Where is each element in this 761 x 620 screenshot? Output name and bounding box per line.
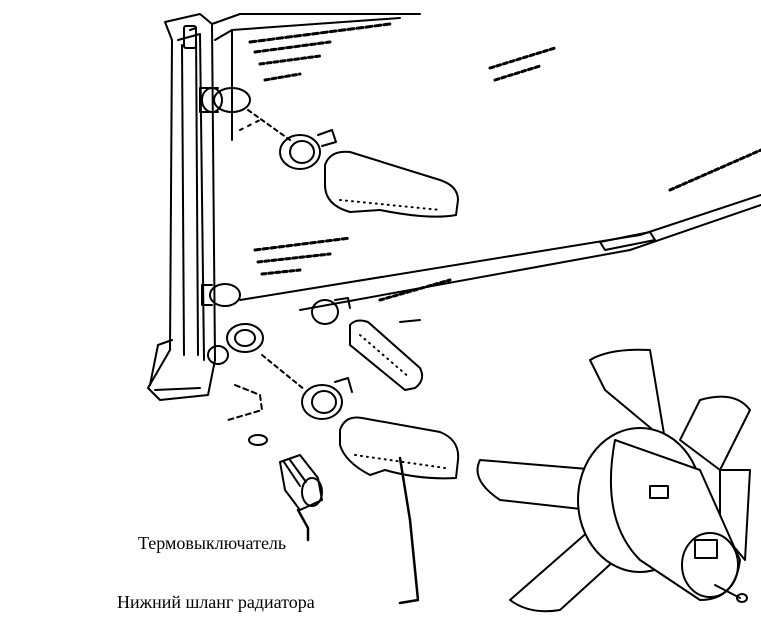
lower-hose-label: Нижний шланг радиатора (117, 592, 315, 612)
fan-blade-upper-right (679, 395, 751, 471)
upper-hose-texture (339, 199, 441, 211)
upper-radiator-neck (199, 87, 251, 113)
thermoswitch (279, 454, 323, 511)
lower-radiator-necks (201, 283, 264, 365)
fan-motor-shaft (714, 584, 741, 599)
radiator-core (211, 13, 761, 323)
lower-hose-clamp (301, 377, 353, 420)
upper-radiator-hose (324, 150, 459, 218)
cooling-fan (476, 348, 751, 613)
middle-hose (349, 319, 424, 391)
fan-blade-left (476, 459, 601, 511)
middle-hose-texture (359, 334, 411, 379)
fan-motor-connector (694, 539, 718, 559)
thermoswitch-label: Термовыключатель (138, 533, 287, 553)
fan-blade-top (589, 348, 666, 441)
lower-radiator-hose (339, 416, 460, 480)
radiator-side-tank (147, 13, 216, 401)
upper-hose-clamp (279, 129, 337, 170)
lower-hose-leader (398, 456, 420, 605)
lower-hose-guide-line (261, 354, 306, 391)
thermoswitch-guide (227, 384, 263, 421)
thermoswitch-leader (296, 508, 310, 542)
o-ring (248, 434, 268, 446)
fan-blade-bottom (509, 529, 616, 613)
middle-hose-clamp (311, 297, 351, 325)
bleed-screw-top (183, 25, 197, 49)
upper-hose-guide-line (247, 109, 291, 141)
fan-motor-endcap (681, 532, 739, 598)
